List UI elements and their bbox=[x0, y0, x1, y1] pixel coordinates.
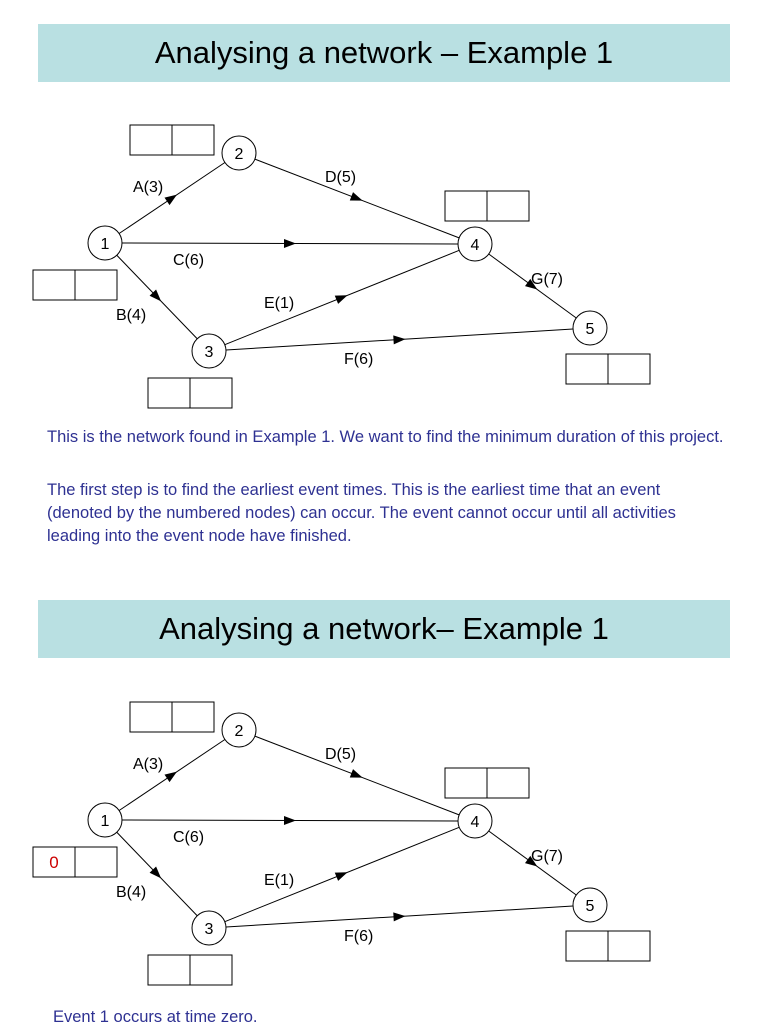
slide-1-title-bar: Analysing a network – Example 1 bbox=[38, 24, 730, 82]
slide-1-paragraph-2: The first step is to find the earliest e… bbox=[47, 481, 676, 545]
event-node-number-3: 3 bbox=[205, 344, 214, 361]
arrowhead-e bbox=[334, 872, 348, 881]
activity-label-d: D(5) bbox=[325, 746, 356, 763]
earliest-time-1: 0 bbox=[49, 853, 58, 872]
event-node-4 bbox=[457, 803, 493, 839]
event-node-3 bbox=[191, 910, 227, 946]
arrowhead-b bbox=[149, 289, 162, 302]
slide-1-paragraph-1: This is the network found in Example 1. … bbox=[47, 428, 724, 446]
arrowhead-d bbox=[349, 769, 363, 778]
activity-label-f: F(6) bbox=[344, 351, 373, 368]
slide-2-paragraph-1: Event 1 occurs at time zero. bbox=[53, 1008, 258, 1026]
slide-1-title: Analysing a network – Example 1 bbox=[154, 35, 614, 70]
slide-2-title-bar: Analysing a network– Example 1 bbox=[38, 600, 730, 658]
event-node-number-4: 4 bbox=[471, 237, 480, 254]
activity-label-e: E(1) bbox=[264, 295, 294, 312]
activity-label-c: C(6) bbox=[173, 829, 204, 846]
arrowhead-a bbox=[164, 771, 177, 783]
activity-label-g: G(7) bbox=[531, 848, 563, 865]
arrowhead-c bbox=[283, 815, 296, 825]
event-node-number-2: 2 bbox=[235, 723, 244, 740]
event-node-number-5: 5 bbox=[586, 898, 595, 915]
event-node-number-1: 1 bbox=[101, 813, 110, 830]
activity-label-f: F(6) bbox=[344, 928, 373, 945]
arrowhead-g bbox=[525, 278, 538, 290]
event-node-2 bbox=[221, 135, 257, 171]
event-node-number-4: 4 bbox=[471, 814, 480, 831]
activity-label-a: A(3) bbox=[133, 179, 163, 196]
activity-label-c: C(6) bbox=[173, 252, 204, 269]
event-node-number-5: 5 bbox=[586, 321, 595, 338]
event-node-number-2: 2 bbox=[235, 146, 244, 163]
arrowhead-f bbox=[393, 912, 406, 922]
activity-label-g: G(7) bbox=[531, 271, 563, 288]
event-node-1 bbox=[87, 225, 123, 261]
event-node-number-3: 3 bbox=[205, 921, 214, 938]
activity-label-b: B(4) bbox=[116, 307, 146, 324]
event-node-4 bbox=[457, 226, 493, 262]
activity-label-a: A(3) bbox=[133, 756, 163, 773]
event-node-2 bbox=[221, 712, 257, 748]
arrowhead-e bbox=[334, 295, 348, 304]
arrowhead-g bbox=[525, 855, 538, 867]
event-node-number-1: 1 bbox=[101, 236, 110, 253]
event-node-3 bbox=[191, 333, 227, 369]
arrowhead-d bbox=[349, 192, 363, 201]
arrowhead-a bbox=[164, 194, 177, 206]
slide-2-title: Analysing a network– Example 1 bbox=[159, 611, 609, 646]
arrowhead-c bbox=[283, 238, 296, 248]
event-node-5 bbox=[572, 310, 608, 346]
activity-label-b: B(4) bbox=[116, 884, 146, 901]
slide-2-network-diagram: A(3) B(4) C(6) D(5) E(1) F(6) G(7) 1 2 3 4 5 0 bbox=[32, 701, 651, 986]
activity-label-e: E(1) bbox=[264, 872, 294, 889]
arrowhead-b bbox=[149, 866, 162, 879]
event-node-5 bbox=[572, 887, 608, 923]
event-node-1 bbox=[87, 802, 123, 838]
arrowhead-f bbox=[393, 335, 406, 345]
slide-1-network-diagram: A(3) B(4) C(6) D(5) E(1) F(6) G(7) 1 2 3 4 5 bbox=[32, 124, 651, 409]
activity-label-d: D(5) bbox=[325, 169, 356, 186]
